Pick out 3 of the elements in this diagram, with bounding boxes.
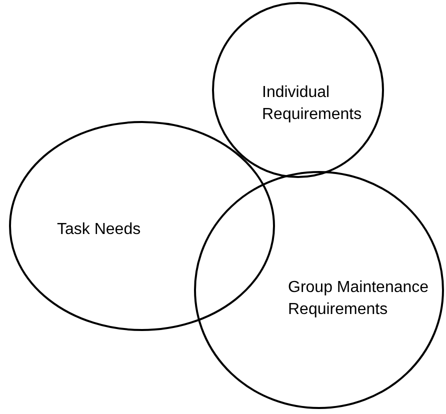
set-label: Individual Requirements (262, 83, 363, 125)
set-label: Group Maintenance Requirements (288, 278, 430, 320)
set-label: Task Needs (57, 220, 142, 240)
